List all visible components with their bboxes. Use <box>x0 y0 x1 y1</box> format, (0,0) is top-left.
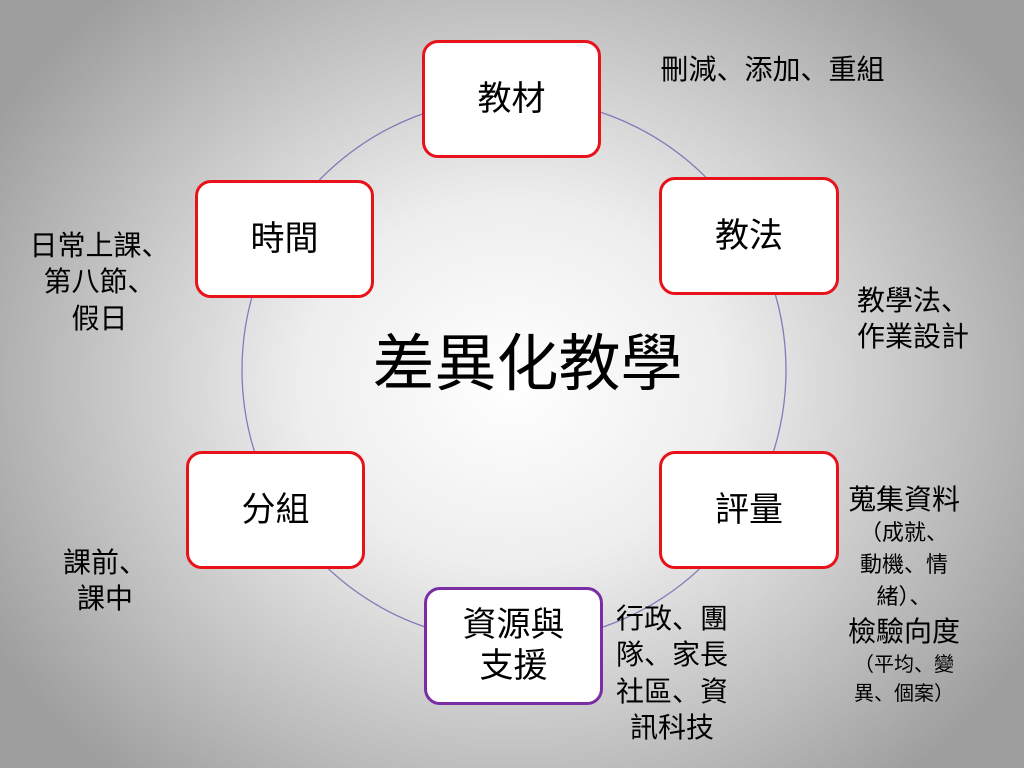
note-materials: 刪減、添加、重組 <box>660 53 885 86</box>
note-grouping-line1: 課前、 <box>62 546 147 579</box>
node-assessment-label: 評量 <box>715 489 783 530</box>
note-methods-line2: 作業設計 <box>856 320 969 354</box>
node-grouping[interactable]: 分組 <box>186 451 365 569</box>
node-methods[interactable]: 教法 <box>659 177 839 295</box>
note-support: 行政、團 隊、家長 社區、資 訊科技 <box>596 601 748 747</box>
note-support-line2: 隊、家長 <box>615 638 728 672</box>
note-assessment-line4: 緒）、 <box>876 585 932 611</box>
node-support-label: 資源與 支援 <box>463 605 565 687</box>
note-support-line1: 行政、團 <box>615 602 728 635</box>
node-methods-label: 教法 <box>715 215 783 256</box>
note-assessment-line1: 蒐集資料 <box>847 483 960 516</box>
node-assessment[interactable]: 評量 <box>659 451 839 569</box>
node-materials[interactable]: 教材 <box>422 40 601 158</box>
note-assessment-line5: 檢驗向度 <box>847 615 960 649</box>
note-grouping: 課前、 課中 <box>45 545 165 618</box>
note-assessment-line2: （成就、 <box>859 521 948 547</box>
note-support-line3: 社區、資 <box>615 674 728 708</box>
note-time-line1: 日常上課、 <box>29 229 170 262</box>
note-grouping-line2: 課中 <box>76 582 133 616</box>
node-support-label-line2: 支援 <box>479 646 548 686</box>
node-support[interactable]: 資源與 支援 <box>424 587 603 705</box>
note-methods: 教學法、 作業設計 <box>838 283 988 356</box>
note-time-line2: 第八節、 <box>43 265 156 299</box>
node-time[interactable]: 時間 <box>195 180 374 298</box>
note-assessment: 蒐集資料 （成就、 動機、情 緒）、 檢驗向度 （平均、變 異、個案） <box>828 482 980 708</box>
note-methods-line1: 教學法、 <box>856 284 969 317</box>
note-assessment-line3: 動機、情 <box>859 553 948 579</box>
note-support-line4: 訊科技 <box>629 711 714 745</box>
note-assessment-line6: （平均、變 <box>854 652 954 677</box>
node-time-label: 時間 <box>250 218 319 259</box>
node-grouping-label: 分組 <box>241 489 310 530</box>
note-time-line3: 假日 <box>71 301 128 335</box>
diagram-title: 差異化教學 <box>372 327 683 400</box>
note-time: 日常上課、 第八節、 假日 <box>12 228 187 337</box>
node-materials-label: 教材 <box>477 78 546 119</box>
node-support-label-line1: 資源與 <box>462 605 565 646</box>
note-assessment-line7: 異、個案） <box>854 681 954 706</box>
